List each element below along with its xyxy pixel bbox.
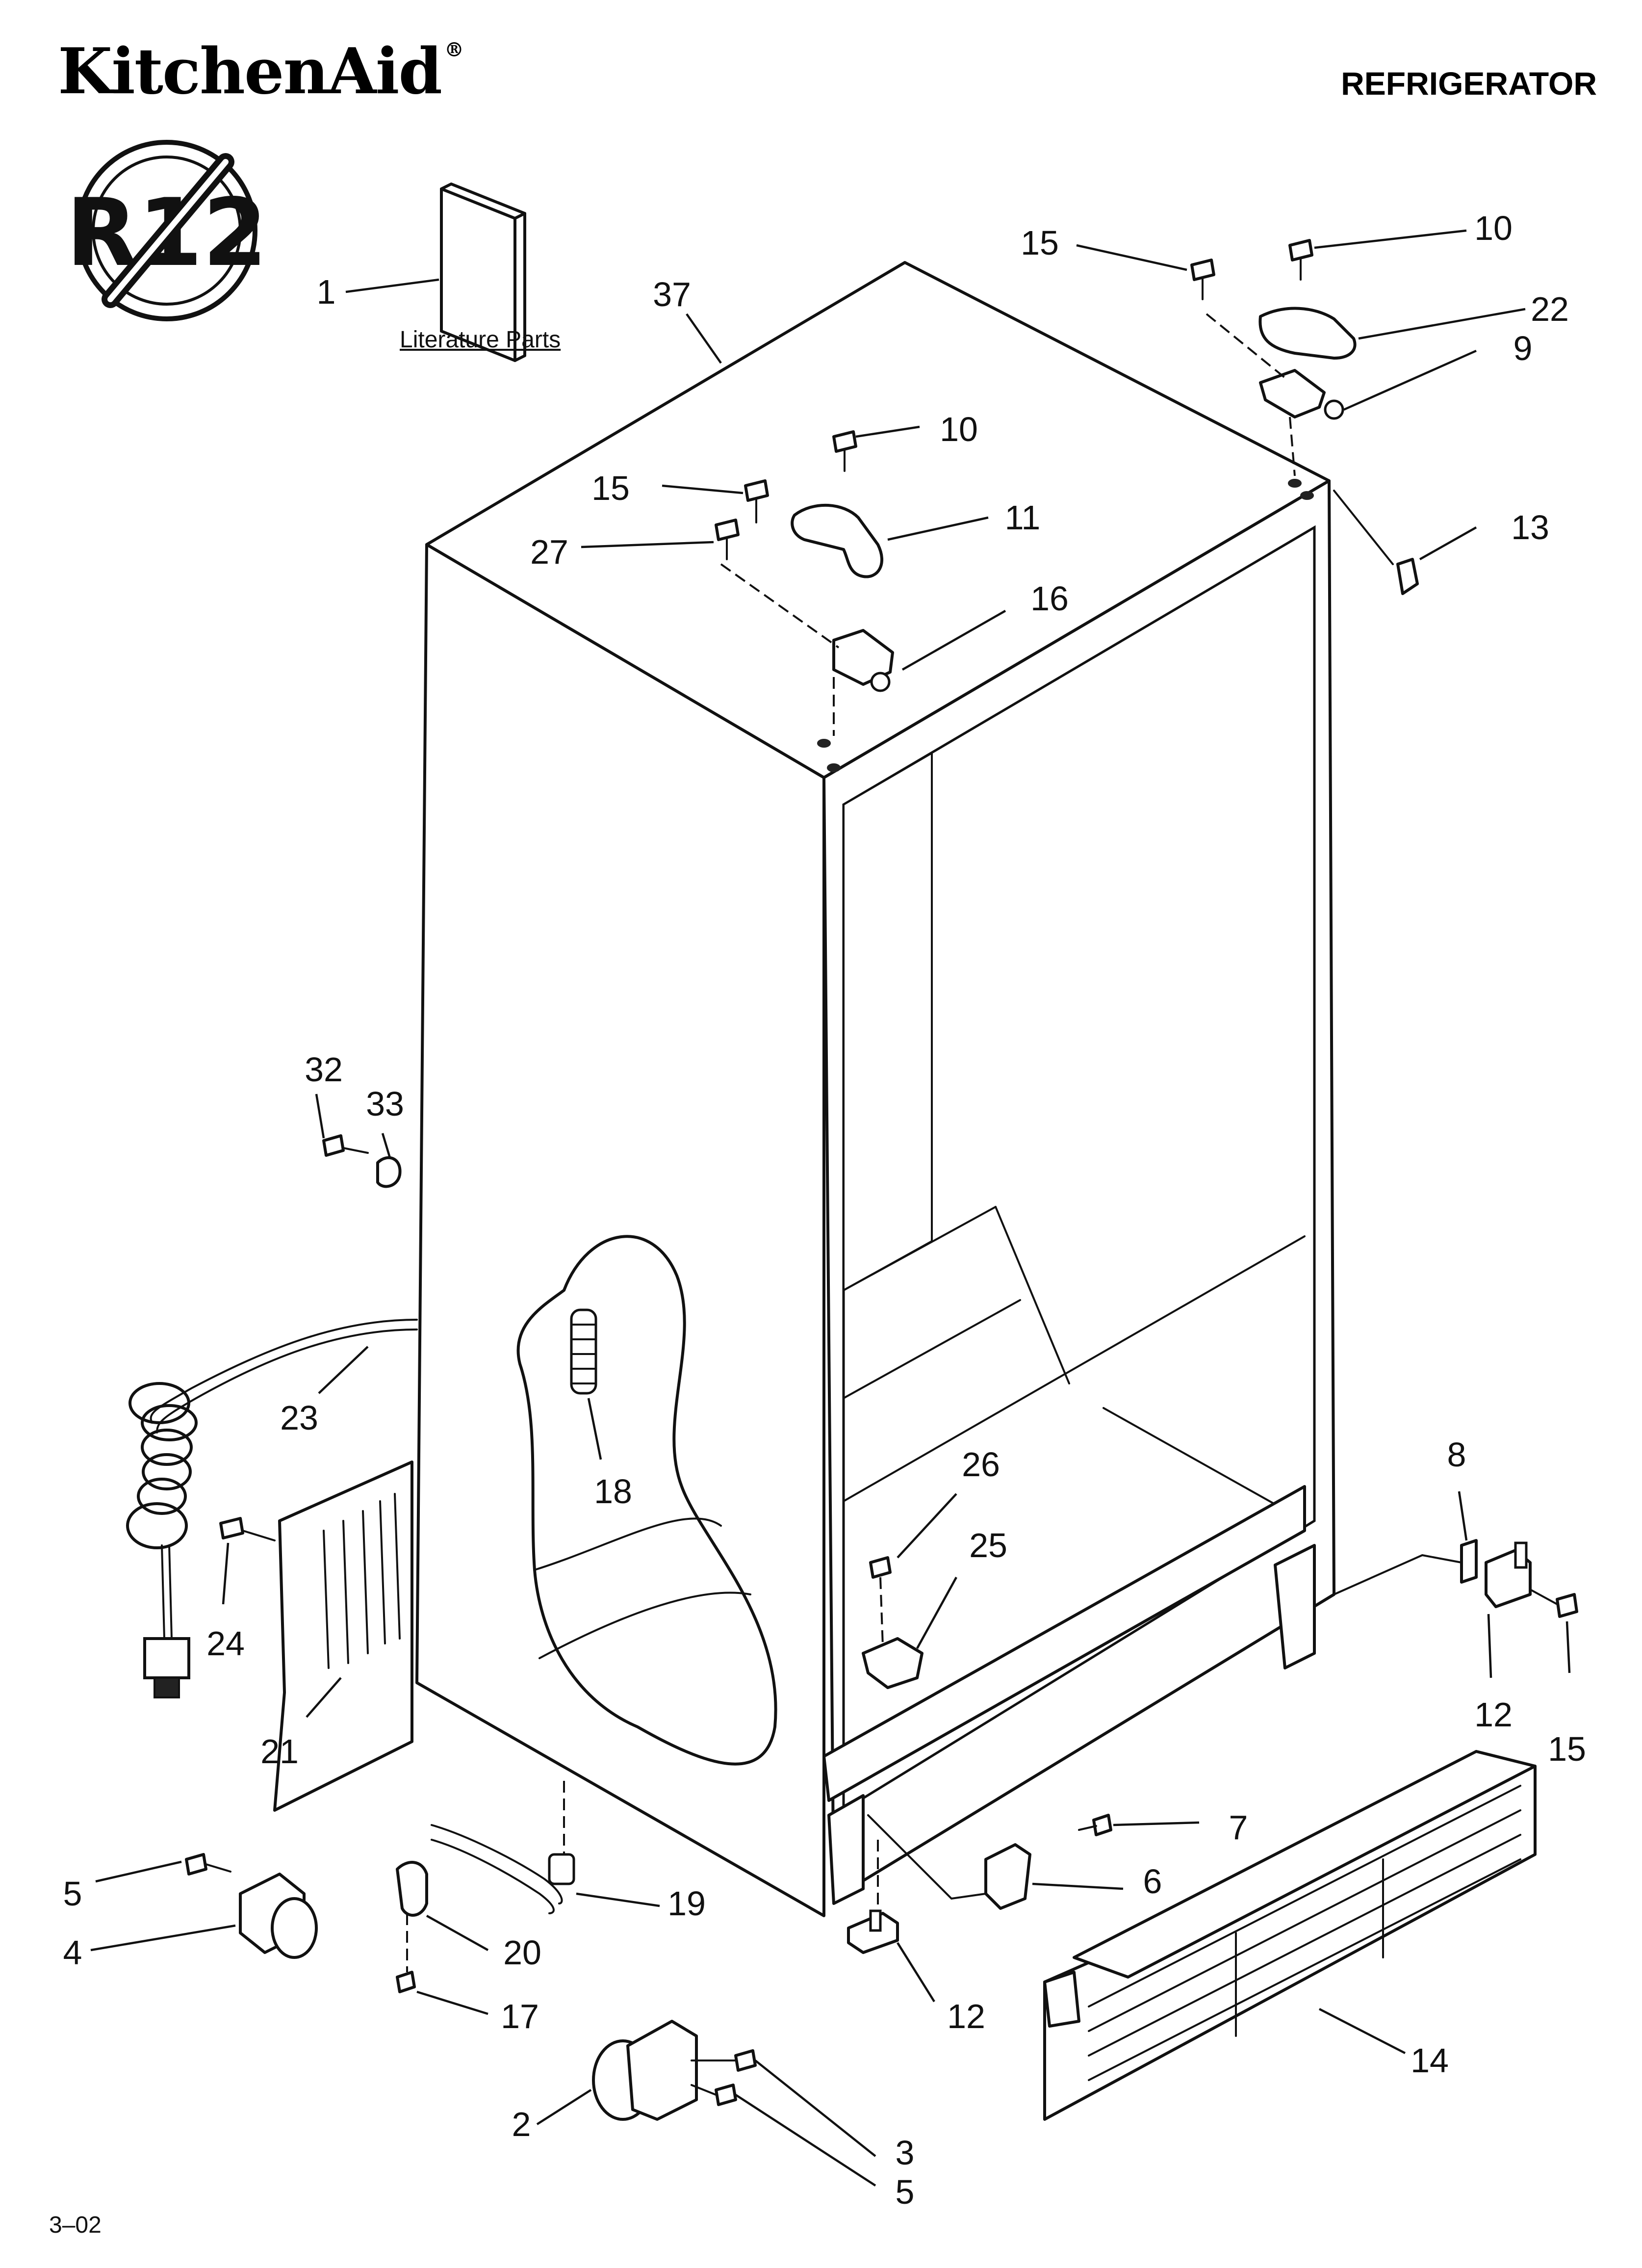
screw-icon	[744, 479, 769, 523]
callout-label: 18	[594, 1472, 632, 1511]
callout-label: 27	[530, 533, 568, 571]
date-code: 3–02	[49, 2212, 102, 2238]
callout-label: 13	[1511, 508, 1549, 547]
clip	[1333, 490, 1419, 595]
top-center-hinge	[715, 430, 894, 736]
callout-label: 33	[366, 1085, 404, 1123]
screw-icon	[832, 430, 857, 472]
callout-label: 15	[591, 469, 630, 507]
callout-label: 15	[1548, 1730, 1586, 1768]
callout-label: 22	[1531, 290, 1569, 328]
callout-label: 4	[63, 1933, 82, 1972]
callout-label: 24	[206, 1624, 245, 1663]
side-screw-and-plug	[322, 1134, 402, 1188]
literature-parts-label: Literature Parts	[400, 327, 561, 353]
drain-tube	[396, 1781, 575, 1993]
callout-label: 21	[260, 1732, 299, 1771]
rear-panel	[219, 1460, 413, 1812]
bottom-hinge	[847, 1840, 899, 1954]
toe-grille	[1043, 1750, 1537, 2121]
callout-label: 8	[1447, 1435, 1466, 1474]
callout-label: 12	[1474, 1695, 1513, 1734]
no-r12-badge: R12	[66, 140, 267, 321]
callout-label: 32	[305, 1050, 343, 1089]
callout-label: 15	[1021, 224, 1059, 262]
screw-icon	[1190, 259, 1215, 300]
callout-label: 5	[895, 2173, 915, 2211]
grille-slots	[1088, 1785, 1521, 2081]
callout-label: 6	[1143, 1862, 1162, 1901]
front-bracket	[867, 1814, 1112, 1910]
leader-lines	[90, 229, 1571, 2187]
front-roller	[592, 2020, 757, 2121]
top-right-hinge	[1190, 239, 1357, 476]
bottom-center-bracket	[862, 1556, 924, 1689]
roller	[185, 1853, 318, 1959]
brand-name: KitchenAid	[58, 35, 442, 108]
spring	[570, 1308, 597, 1395]
callout-label: 9	[1513, 329, 1533, 367]
callout-label: 25	[969, 1526, 1007, 1564]
callout-label: 26	[962, 1445, 1000, 1484]
callout-label: 14	[1411, 2041, 1449, 2080]
power-cord	[126, 1319, 418, 1698]
callout-label: 16	[1030, 579, 1069, 618]
page-title: REFRIGERATOR	[1341, 65, 1597, 102]
callout-label: 20	[503, 1933, 541, 1972]
callout-label: 19	[667, 1884, 706, 1923]
callout-label: 2	[512, 2105, 531, 2143]
screw-icon	[1288, 239, 1313, 281]
callout-label: 17	[501, 1997, 539, 2035]
callout-label: 1	[316, 273, 336, 311]
callout-label: 7	[1229, 1808, 1248, 1847]
callout-label: 3	[895, 2134, 915, 2172]
screw-icon	[715, 519, 740, 560]
brand-logo: KitchenAid®	[58, 38, 464, 104]
callout-label: 11	[1004, 498, 1041, 537]
registered-mark: ®	[444, 38, 464, 61]
callout-label: 10	[940, 410, 978, 448]
bottom-right-bracket	[1333, 1539, 1578, 1618]
callout-label: 23	[280, 1399, 318, 1437]
callout-label: 12	[947, 1997, 985, 2035]
literature-booklet	[440, 182, 526, 362]
callout-label: 37	[653, 275, 691, 313]
callout-label: 5	[63, 1875, 82, 1913]
callout-label: 10	[1474, 209, 1513, 247]
